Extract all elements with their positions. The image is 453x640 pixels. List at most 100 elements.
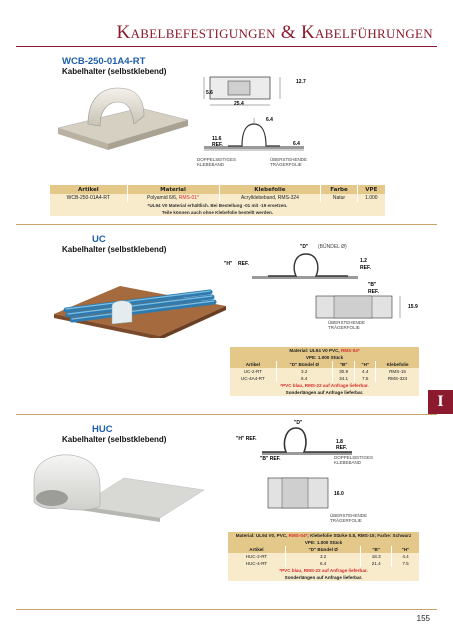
col-h: "H": [391, 546, 420, 553]
section-divider: [16, 414, 437, 415]
huc-dim-d: "D": [294, 420, 303, 426]
col-artikel: Artikel: [50, 185, 128, 194]
huc-dim-b: "B" REF.: [260, 456, 281, 462]
cell: RMS-324: [375, 375, 420, 382]
uc-dim-1-2-ref: REF.: [360, 265, 371, 271]
wcb-dim-5-6: 5.6: [206, 90, 213, 96]
uc-dim-d-note: (BÜNDEL Ø): [318, 244, 347, 250]
table-note: *UL94 V0 Material erhältlich. Bei Bestel…: [50, 202, 386, 209]
cell-material: Polyamid 6/6, RMS-01*: [127, 194, 220, 202]
huc-dim-1-8-ref: REF.: [336, 445, 347, 451]
cell: 7.5: [391, 560, 420, 567]
uc-label-liner: ÜBERSTEHENDE TRÄGERFOLIE: [328, 320, 366, 331]
product-desc-uc: Kabelhalter (selbstklebend): [62, 245, 167, 254]
cell: WCB-250-01A4-RT: [50, 194, 128, 202]
huc-dim-h: "H" REF.: [236, 436, 257, 442]
col-b: "B": [332, 361, 356, 368]
huc-side-view-drawing: [262, 427, 352, 455]
cell-material-red: RMS-01*: [178, 195, 200, 201]
wcb-top-view-drawing: [203, 76, 281, 106]
huc-material-tail: ; Klebefolie Stärke 0.8, RMS-15; Farbe: …: [307, 533, 412, 538]
cell: HUC-2-RT: [228, 553, 286, 560]
wcb-dim-6-4-top: 6.4: [266, 117, 273, 123]
wcb-dim-width: 12.7: [296, 79, 306, 85]
col-h: "H": [354, 361, 377, 368]
col-farbe: Farbe: [320, 185, 358, 194]
cell: 3.2: [276, 368, 333, 375]
col-d: "D" Bündel Ø: [276, 361, 333, 368]
uc-dim-h-ref: REF.: [238, 261, 249, 267]
section-tab-marker: I: [428, 390, 453, 414]
uc-side-view-drawing: [252, 253, 358, 279]
wcb-label-adhesive: DOPPELSEITIGES KLEBEBAND: [197, 157, 237, 168]
uc-spec-table: Material: UL94 V0 PVC, RMS-04* VPE: 1.00…: [230, 347, 420, 396]
huc-spec-table: Material: UL94 V0, PVC, RMS-04*; Klebefo…: [228, 532, 420, 581]
uc-dim-b-ref: REF.: [368, 289, 379, 295]
table-note: Sonderlängen auf Anfrage lieferbar.: [228, 574, 420, 581]
cell: 34.1: [332, 375, 356, 382]
uc-material-red: RMS-04*: [340, 348, 360, 353]
huc-dim-width: 16.0: [334, 491, 344, 497]
uc-vpe-row: VPE: 1.000 Stück: [230, 354, 420, 361]
header-rule: [16, 46, 437, 47]
wcb-dim-25-4: 25.4: [234, 101, 244, 107]
page-title: Kabelbefestigungen & Kabelführungen: [116, 22, 433, 43]
uc-dim-width: 15.9: [408, 304, 418, 310]
table-row: UC-4A4-RT 6.4 34.1 7.5 RMS-324: [230, 375, 420, 382]
uc-dim-b: "B": [368, 282, 377, 288]
cell: Natur: [320, 194, 358, 202]
table-header-row: Artikel "D" Bündel Ø "B" "H" Klebefolie: [230, 361, 420, 368]
huc-label-adhesive: DOPPELSEITIGES KLEBEBAND: [334, 455, 374, 466]
cell: 1.000: [357, 194, 387, 202]
cell: 7.5: [354, 375, 377, 382]
table-row: HUC-4-RT 6.4 21.4 7.5: [228, 560, 420, 567]
wcb-side-view-drawing: [204, 118, 304, 151]
page-number: 155: [416, 614, 430, 623]
huc-top-view-drawing: [267, 477, 329, 509]
cell: 6.4: [285, 560, 362, 567]
cell: 30.9: [332, 368, 356, 375]
product-code-uc: UC: [92, 234, 106, 245]
table-row: HUC-2-RT 3.2 18.3 4.4: [228, 553, 420, 560]
wcb-label-liner: ÜBERSTEHENDE TRÄGERFOLIE: [270, 157, 308, 168]
cell: Acrylklebeband, RMS-324: [219, 194, 322, 202]
uc-dim-1-2: 1.2: [360, 258, 367, 264]
cell-material-text: Polyamid 6/6,: [147, 195, 179, 201]
table-note: Sonderlängen auf Anfrage lieferbar.: [230, 389, 420, 396]
huc-material-text: Material: UL94 V0, PVC,: [235, 533, 289, 538]
wcb-spec-table: Artikel Material Klebefolie Farbe VPE WC…: [50, 185, 387, 216]
col-klebefolie: Klebefolie: [219, 185, 322, 194]
product-code-wcb: WCB-250-01A4-RT: [62, 56, 146, 67]
col-artikel: Artikel: [228, 546, 286, 553]
cell: 18.3: [360, 553, 393, 560]
huc-material-red: RMS-04*: [288, 533, 308, 538]
cell: HUC-4-RT: [228, 560, 286, 567]
wcb-dim-11-6-ref: REF.: [212, 142, 223, 148]
cell: 21.4: [360, 560, 393, 567]
footer-rule: [16, 609, 437, 610]
table-note: Teile können auch ohne Klebefolie bestel…: [50, 209, 386, 216]
table-note: *PVC blau, RMS-22 auf Anfrage lieferbar.: [228, 567, 420, 574]
col-material: Material: [127, 185, 220, 194]
table-header-row: Artikel "D" Bündel Ø "B" "H": [228, 546, 420, 553]
uc-material-text: Material: UL94 V0 PVC,: [289, 348, 341, 353]
wcb-dim-6-4: 6.4: [293, 141, 300, 147]
uc-product-photo: [54, 286, 226, 338]
col-b: "B": [360, 546, 393, 553]
table-note: *PVC blau, RMS-22 auf Anfrage lieferbar.: [230, 382, 420, 389]
huc-product-photo: [33, 454, 205, 522]
cell: UC-4A4-RT: [230, 375, 277, 382]
cell: 6.4: [276, 375, 333, 382]
cell: 4.4: [354, 368, 377, 375]
col-vpe: VPE: [357, 185, 387, 194]
cell: 4.4: [391, 553, 420, 560]
product-desc-huc: Kabelhalter (selbstklebend): [62, 435, 167, 444]
table-row: WCB-250-01A4-RT Polyamid 6/6, RMS-01* Ac…: [50, 194, 387, 202]
section-divider: [16, 224, 437, 225]
wcb-product-photo: [57, 87, 189, 150]
uc-dim-d: "D": [300, 244, 309, 250]
col-d: "D" Bündel Ø: [285, 546, 362, 553]
wcb-dim-11-6: 11.6: [212, 136, 222, 142]
col-klebefolie: Klebefolie: [375, 361, 420, 368]
uc-top-view-drawing: [315, 295, 401, 319]
